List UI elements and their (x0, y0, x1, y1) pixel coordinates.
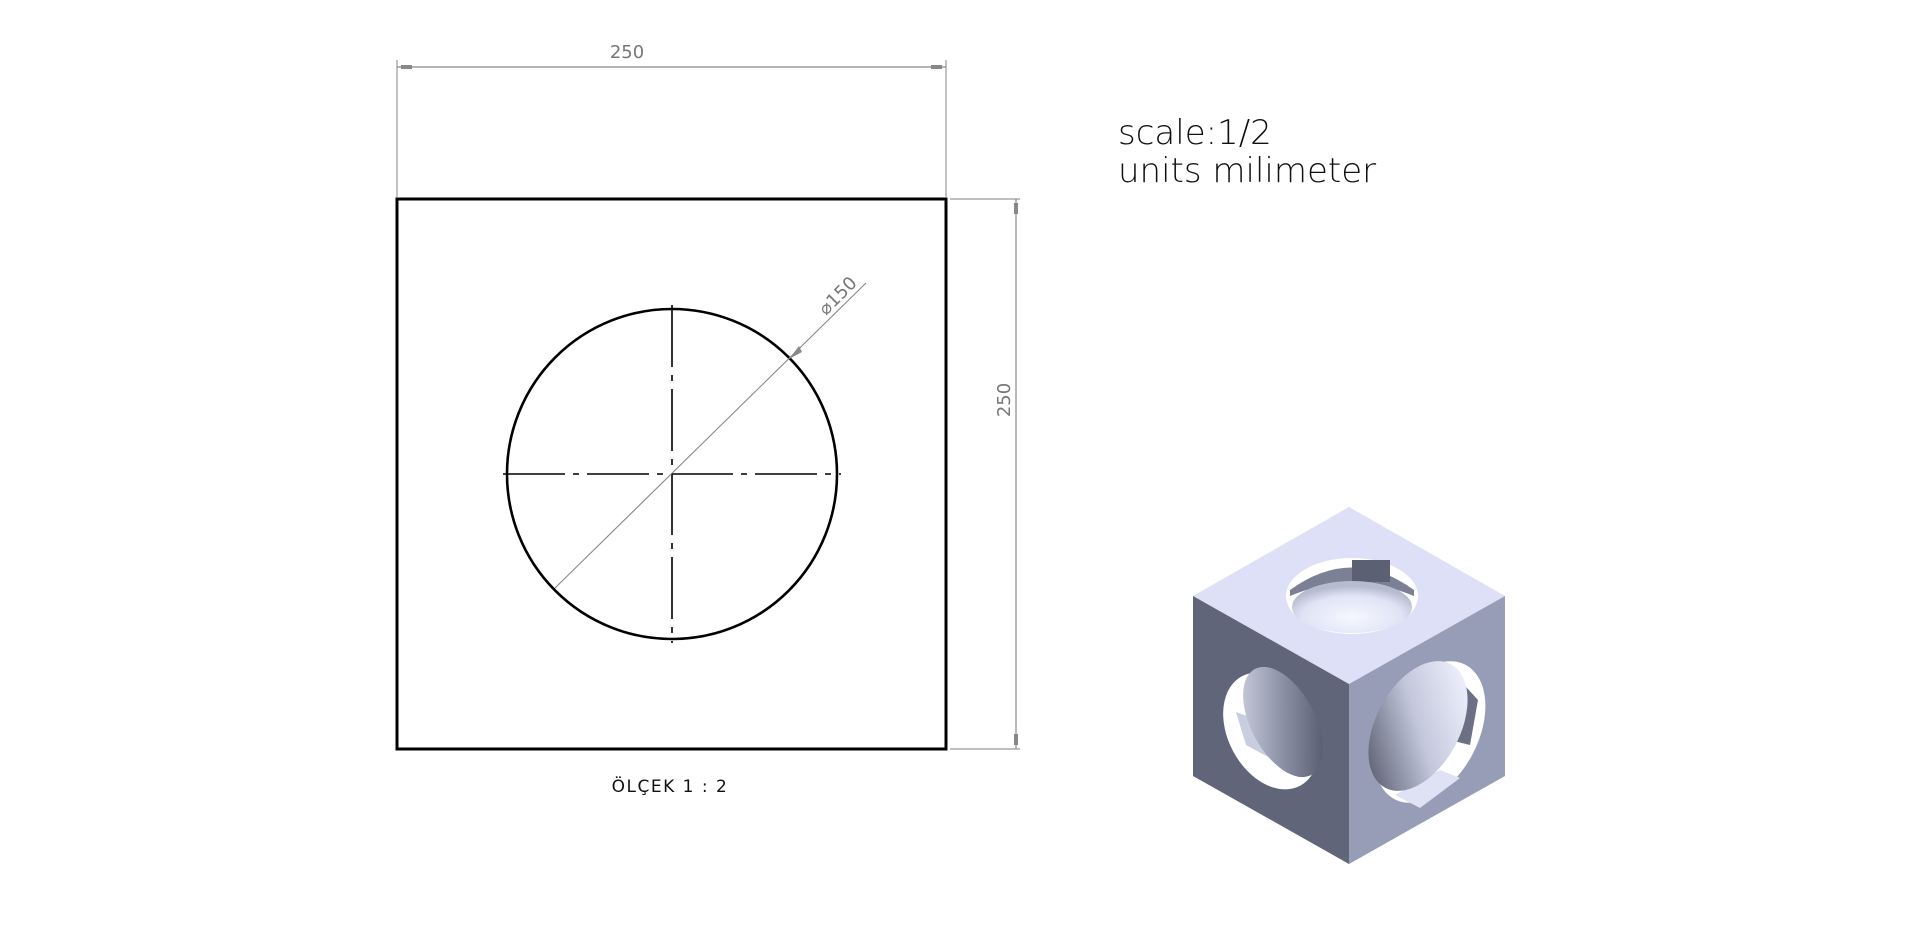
arrow-icon (789, 346, 802, 359)
top-hole (1286, 558, 1418, 634)
drawing-notes: scale:1/2 units milimeter (1118, 114, 1376, 190)
right-hole (1368, 661, 1486, 808)
diameter-dimension-label[interactable]: ⌀150 (815, 273, 862, 320)
arrow-icon (931, 65, 942, 69)
square-outline[interactable] (395, 197, 948, 751)
diameter-leader-line (554, 282, 867, 589)
left-hole (1223, 666, 1323, 790)
scale-note: scale:1/2 (1118, 113, 1272, 153)
arrow-icon (1014, 203, 1018, 214)
arrow-icon (401, 65, 412, 69)
height-dimension-label[interactable]: 250 (994, 383, 1015, 417)
view-scale-label: ÖLÇEK 1 : 2 (612, 775, 729, 797)
units-note: units milimeter (1118, 151, 1377, 191)
arrow-icon (1014, 734, 1018, 745)
isometric-cube-view[interactable] (1193, 507, 1508, 864)
front-view: 250 250 ⌀150 ÖLÇEK 1 : 2 (395, 42, 1020, 797)
width-dimension-label[interactable]: 250 (610, 42, 644, 63)
